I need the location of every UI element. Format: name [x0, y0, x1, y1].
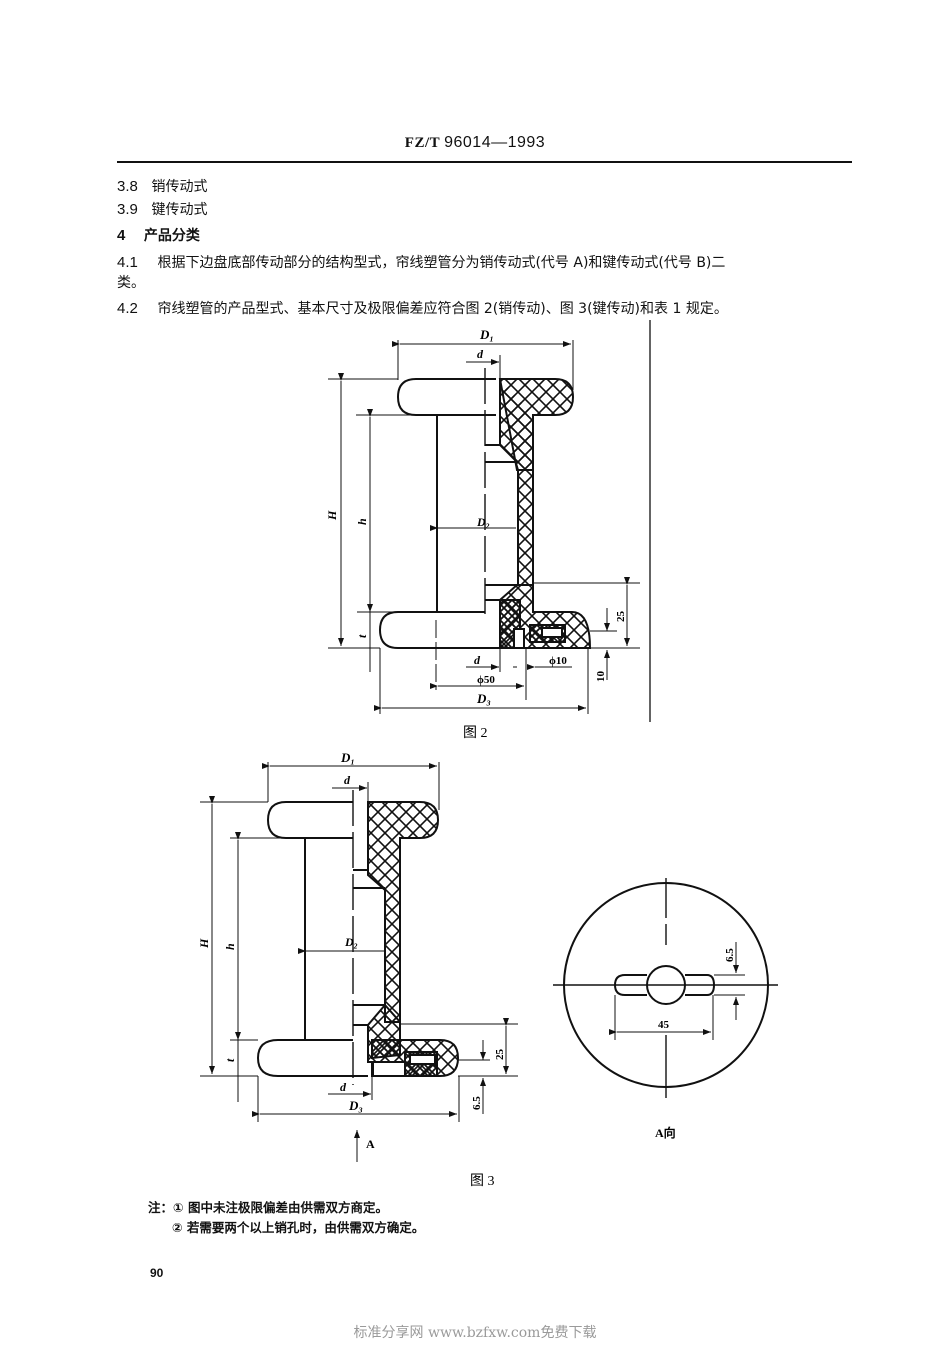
fig2-label-10: 10 [595, 671, 607, 683]
fig3-label-t: t [223, 1058, 237, 1062]
fig2-label-d-top: d [477, 347, 484, 361]
section-3-9: 3.9 键传动式 [117, 199, 207, 219]
fig2-label-t: t [355, 634, 369, 638]
fig2-label-D3: D₃ [476, 691, 491, 706]
fig2-label-D1: D₁ [479, 327, 494, 342]
section-3-8: 3.8 销传动式 [117, 176, 207, 196]
fig2-label-h: h [355, 518, 369, 525]
header-rule [117, 161, 852, 163]
section-4-heading: 4 产品分类 [117, 225, 200, 245]
section-4-1-continuation: 类。 [117, 272, 145, 292]
section-number: 4 [117, 227, 126, 244]
a-view-label-6-5: 6.5 [724, 948, 736, 962]
standard-number: 96014—1993 [444, 134, 546, 151]
a-view-caption: A向 [655, 1125, 676, 1140]
section-text: 根据下边盘底部传动部分的结构型式，帘线塑管分为销传动式(代号 A)和键传动式(代… [157, 255, 726, 271]
standard-code: FZ/T 96014—1993 [0, 134, 950, 152]
section-number: 4.1 [117, 254, 138, 271]
fig3-label-D3: D₃ [348, 1098, 363, 1113]
fig3-caption: 图 3 [470, 1174, 495, 1189]
fig3-label-d-top: d [344, 773, 351, 787]
note-1: 注：① 图中未注极限偏差由供需双方商定。 [148, 1197, 388, 1216]
section-number: 4.2 [117, 300, 138, 317]
section-number: 3.9 [117, 201, 138, 218]
fig2-label-H: H [325, 510, 339, 521]
watermark: 标准分享网 www.bzfxw.com免费下载 [353, 1325, 597, 1341]
fig3-view-arrow-label: A [366, 1137, 375, 1151]
fig3-label-h: h [223, 943, 237, 950]
fig3-label-d-bottom: d [340, 1080, 347, 1094]
page-number: 90 [150, 1266, 164, 1280]
fig2-label-25: 25 [615, 611, 627, 623]
section-4-1: 4.1 根据下边盘底部传动部分的结构型式，帘线塑管分为销传动式(代号 A)和键传… [117, 252, 725, 272]
note-text: ① 图中未注极限偏差由供需双方商定。 [173, 1200, 388, 1215]
section-text: 键传动式 [151, 202, 208, 218]
fig3-label-6-5: 6.5 [471, 1096, 483, 1110]
fig3-label-D2: D₂ [344, 935, 358, 949]
note-text: ② 若需要两个以上销孔时，由供需双方确定。 [172, 1220, 425, 1235]
fig3-label-D1: D₁ [340, 750, 355, 765]
section-4-2: 4.2 帘线塑管的产品型式、基本尺寸及极限偏差应符合图 2(销传动)、图 3(键… [117, 298, 728, 318]
section-text-continuation: 类。 [117, 275, 145, 291]
fig2-label-phi10: ϕ10 [549, 655, 567, 667]
fig2-label-d-bottom: d [474, 653, 481, 667]
a-view-label-45: 45 [658, 1019, 670, 1031]
fig2-caption: 图 2 [463, 726, 488, 741]
note-2: ② 若需要两个以上销孔时，由供需双方确定。 [172, 1217, 424, 1236]
section-text: 销传动式 [151, 179, 208, 195]
fig2-label-phi50: ϕ50 [477, 674, 495, 686]
fig3-label-25: 25 [494, 1049, 506, 1061]
standard-prefix: FZ/T [404, 135, 440, 151]
fig2-label-D2: D₂ [476, 515, 490, 529]
note-prefix: 注： [148, 1200, 174, 1215]
section-heading: 产品分类 [143, 228, 200, 244]
fig3-label-H: H [197, 938, 211, 949]
section-number: 3.8 [117, 178, 138, 195]
section-text: 帘线塑管的产品型式、基本尺寸及极限偏差应符合图 2(销传动)、图 3(键传动)和… [157, 301, 728, 317]
